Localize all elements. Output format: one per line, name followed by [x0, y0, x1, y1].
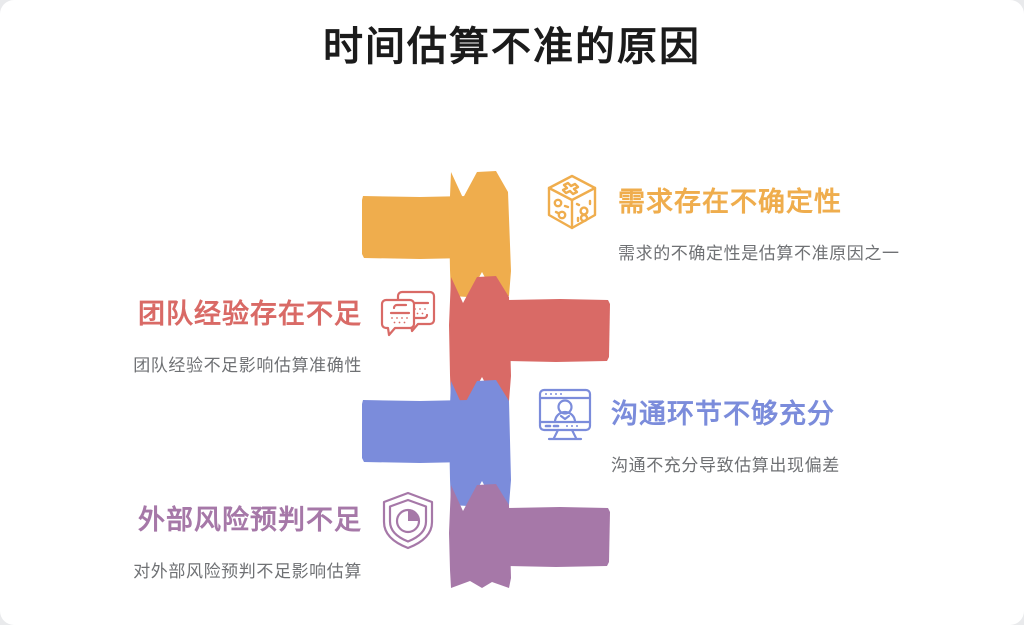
- item-1-description: 需求的不确定性是估算不准原因之一: [618, 244, 900, 263]
- ribbon-arm-blue: [362, 400, 468, 463]
- ribbon-arm-orange: [362, 196, 468, 259]
- ribbon-body-blue: [449, 380, 511, 506]
- ribbon-segment-orange: [362, 171, 511, 297]
- ribbon-segment-purple: [449, 484, 610, 588]
- item-block-4: 外部风险预判不足 对外部风险预判不足影响估算: [10, 488, 440, 583]
- item-block-3: 沟通环节不够充分 沟通不充分导致估算出现偏差: [533, 382, 963, 477]
- item-3-description: 沟通不充分导致估算出现偏差: [611, 456, 840, 475]
- ribbon-arm-red: [506, 299, 610, 362]
- item-4-description: 对外部风险预判不足影响估算: [133, 562, 362, 581]
- monitor-person-icon: [533, 382, 597, 446]
- ribbon-body-purple: [449, 484, 511, 588]
- item-3-heading: 沟通环节不够充分: [611, 398, 835, 429]
- item-block-2: 团队经验存在不足: [10, 282, 440, 377]
- item-4-heading-row: 外部风险预判不足: [10, 488, 440, 552]
- item-2-description: 团队经验不足影响估算准确性: [133, 356, 362, 375]
- item-2-heading: 团队经验存在不足: [138, 298, 362, 329]
- chat-bubbles-icon: [376, 282, 440, 346]
- dice-cube-icon: [540, 170, 604, 234]
- ribbon-arm-purple: [506, 507, 610, 567]
- shield-pie-icon: [376, 488, 440, 552]
- item-3-heading-row: 沟通环节不够充分: [533, 382, 963, 446]
- item-1-heading-row: 需求存在不确定性: [540, 170, 970, 234]
- item-4-heading: 外部风险预判不足: [138, 504, 362, 535]
- ribbon-body-orange: [449, 171, 511, 297]
- item-block-1: 需求存在不确定性 需求的不确定性是估算不准原因之一: [540, 170, 970, 265]
- page-title: 时间估算不准的原因: [323, 25, 701, 69]
- item-2-heading-row: 团队经验存在不足: [10, 282, 440, 346]
- ribbon-body-red: [449, 276, 511, 402]
- item-1-heading: 需求存在不确定性: [618, 186, 842, 217]
